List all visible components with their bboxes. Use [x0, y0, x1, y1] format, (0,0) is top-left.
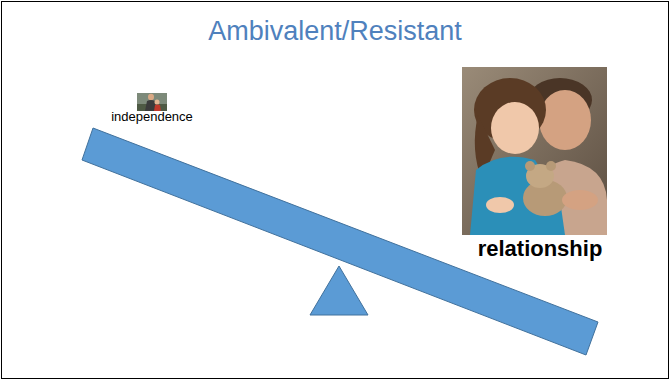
relationship-label: relationship — [478, 236, 603, 261]
small-photo — [137, 93, 167, 111]
large-photo — [462, 67, 607, 235]
fulcrum-triangle — [310, 266, 368, 315]
slide-title: Ambivalent/Resistant — [208, 16, 462, 47]
independence-label: independence — [111, 110, 193, 125]
